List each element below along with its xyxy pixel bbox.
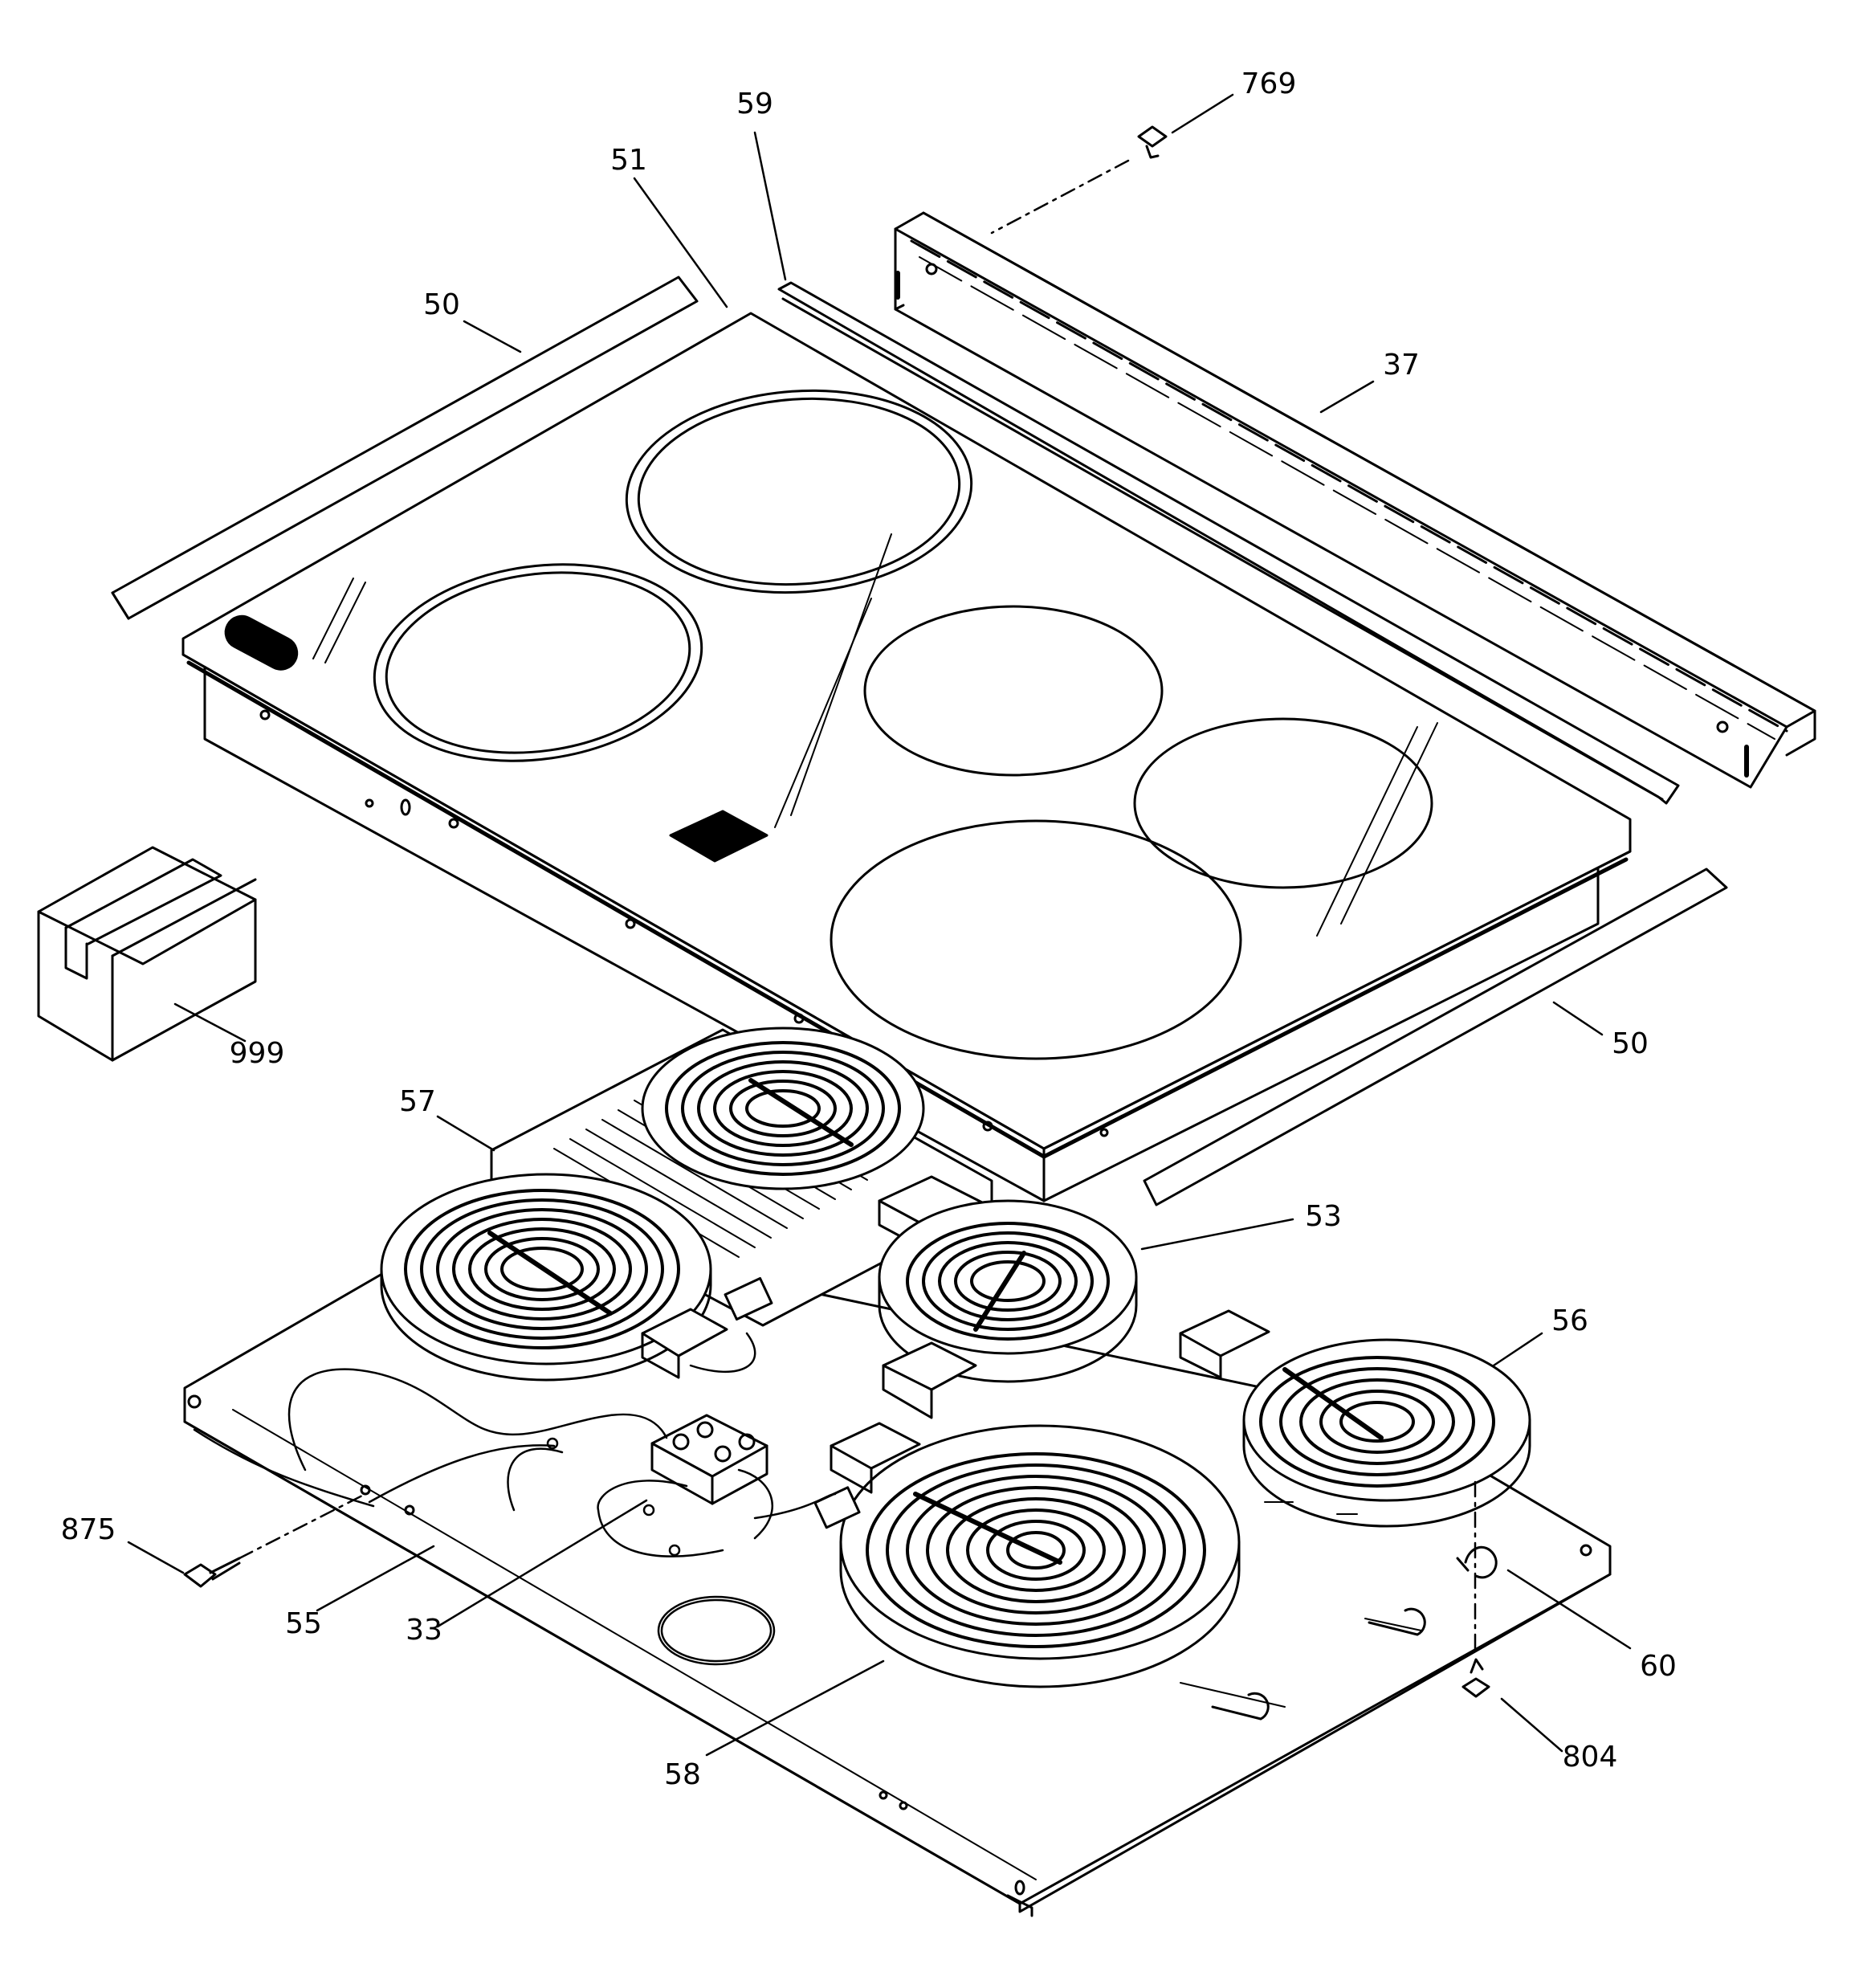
callout-804: 804	[1562, 1741, 1618, 1774]
wiring-harness	[193, 1332, 837, 1666]
callout-56: 56	[1551, 1304, 1588, 1337]
callout-55: 55	[285, 1607, 322, 1640]
callout-58: 58	[664, 1758, 701, 1791]
side-trim-left	[111, 276, 699, 620]
radiant-element-front-right	[1242, 1338, 1531, 1528]
side-trim-right	[1143, 867, 1728, 1206]
callout-51: 51	[610, 144, 647, 177]
callout-875: 875	[60, 1513, 116, 1546]
dual-burner-assembly	[380, 1027, 993, 1382]
callout-50-left: 50	[423, 288, 460, 321]
screw-804-icon	[1461, 1658, 1490, 1698]
callout-57: 57	[399, 1085, 436, 1118]
callout-53: 53	[1305, 1200, 1342, 1233]
screw-875-icon	[183, 1557, 241, 1588]
callout-50-right: 50	[1612, 1027, 1649, 1060]
leader-lines	[127, 93, 1632, 1757]
clip-60-icon	[1456, 1545, 1498, 1579]
callout-60: 60	[1640, 1650, 1677, 1683]
callout-37: 37	[1383, 349, 1420, 382]
gasket-strip	[777, 281, 1680, 805]
radiant-element-rear-right	[878, 1199, 1270, 1419]
callout-999: 999	[229, 1037, 285, 1070]
callout-33: 33	[406, 1614, 442, 1647]
rear-trim-rail	[894, 211, 1816, 789]
terminal-block	[650, 1414, 768, 1505]
callout-769: 769	[1241, 67, 1297, 100]
callout-59: 59	[736, 88, 773, 120]
screw-769-icon	[1137, 125, 1168, 159]
parts-carton	[37, 846, 257, 1062]
radiant-element-front-left	[813, 1422, 1241, 1688]
